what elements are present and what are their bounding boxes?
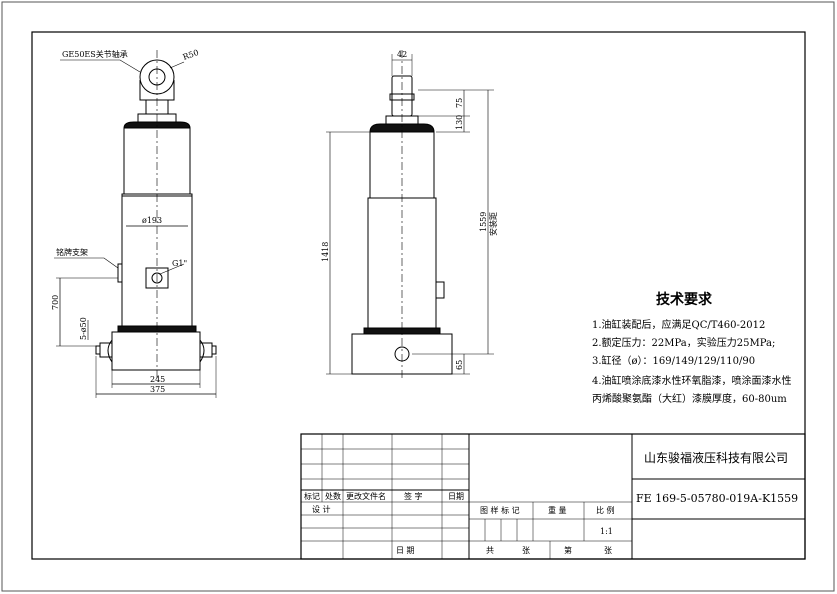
spec-line-5: 丙烯酸聚氨酯（大红）漆膜厚度，60-80um xyxy=(592,392,787,405)
dim-130-label: 130 xyxy=(455,115,464,130)
tb-signature: 签 字 xyxy=(404,491,423,501)
dim-42-label: 42 xyxy=(397,50,407,59)
spec-line-1: 1.油缸装配后，应满足QC/T460-2012 xyxy=(592,318,765,331)
company-name: 山东骏福液压科技有限公司 xyxy=(644,450,788,465)
oil-port xyxy=(435,281,445,299)
spec-line-2: 2.额定压力：22MPa，实验压力25MPa; xyxy=(592,336,775,349)
spec-line-4: 4.油缸喷涂底漆水性环氧脂漆，喷涂面漆水性 xyxy=(592,374,792,387)
base-right-curve xyxy=(199,339,205,363)
drawing-number: FE 169-5-05780-019A-K1559 xyxy=(636,492,798,505)
dim-75-label: 75 xyxy=(455,98,464,108)
right-trunnion-cap xyxy=(211,345,217,355)
tb-design: 设 计 xyxy=(312,504,331,514)
left-trunnion xyxy=(99,342,113,358)
left-trunnion-cap xyxy=(95,345,101,355)
nameplate-bracket xyxy=(117,263,123,283)
dim-700-label: 700 xyxy=(51,295,60,310)
oil-port-block xyxy=(145,267,169,289)
tb-sheets: 张 xyxy=(522,546,530,555)
tb-total: 共 xyxy=(486,546,494,555)
title-block-frame xyxy=(300,433,806,560)
oil-port xyxy=(151,272,163,284)
tb-mark: 标记 xyxy=(304,491,320,501)
radius-label: R50 xyxy=(182,48,200,62)
base-block xyxy=(111,331,201,371)
spec-line-3: 3.缸径（ø）：169/149/129/110/90 xyxy=(592,354,755,367)
dim-1559-label: 1559 xyxy=(479,212,488,232)
tb-change-doc: 更改文件名 xyxy=(346,491,386,501)
technical-requirements: 技术要求 1.油缸装配后，应满足QC/T460-2012 2.额定压力：22MP… xyxy=(592,291,792,405)
tb-weight: 重 量 xyxy=(548,505,567,515)
bore-label: ø193 xyxy=(142,216,162,225)
tb-date: 日期 xyxy=(448,492,464,501)
dim-1418-label: 1418 xyxy=(321,242,330,262)
dim-245-label: 245 xyxy=(150,375,165,384)
side-view xyxy=(54,50,217,398)
tb-page: 第 xyxy=(564,545,572,555)
dim-50-label: 5-ø50 xyxy=(79,317,88,340)
front-view xyxy=(326,50,494,380)
tb-scale: 比 例 xyxy=(596,505,615,515)
title-block-text: 山东骏福液压科技有限公司 FE 169-5-05780-019A-K1559 标… xyxy=(304,450,798,555)
port-label: G1" xyxy=(172,259,187,268)
bracket-label: 铭牌支架 xyxy=(56,247,88,257)
right-trunnion xyxy=(199,342,213,358)
tb-count: 处数 xyxy=(325,491,341,501)
base-left-curve xyxy=(107,339,113,363)
install-distance-label: 安装距 xyxy=(488,212,498,236)
port-leader xyxy=(159,263,185,275)
bearing-leader xyxy=(60,59,141,73)
tb-date2: 日 期 xyxy=(396,546,415,555)
bracket-leader xyxy=(54,257,119,269)
tb-stage-mark: 图 样 标 记 xyxy=(480,505,520,515)
tb-scale-value: 1:1 xyxy=(600,527,613,536)
title-block xyxy=(300,433,806,560)
dim-375-label: 375 xyxy=(150,385,165,394)
spec-title: 技术要求 xyxy=(656,291,713,308)
dim-65-label: 65 xyxy=(455,360,464,370)
top-seal xyxy=(369,123,435,133)
radius-leader xyxy=(169,61,185,69)
tb-sheets2: 张 xyxy=(604,546,612,555)
bearing-label: GE50ES关节轴承 xyxy=(62,49,128,59)
